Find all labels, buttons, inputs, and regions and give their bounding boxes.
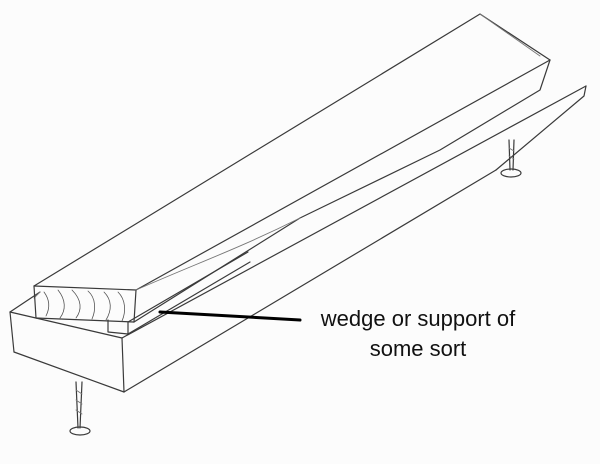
- end-grain: [43, 289, 126, 322]
- nail-right: [500, 139, 522, 178]
- support-strip: [107, 251, 251, 335]
- base-board: [9, 85, 587, 393]
- nail-left: [69, 381, 91, 436]
- annotation-label: wedge or support of some sort: [320, 306, 516, 361]
- annotation-leader-line: [158, 310, 302, 322]
- wedge-board: [33, 13, 551, 323]
